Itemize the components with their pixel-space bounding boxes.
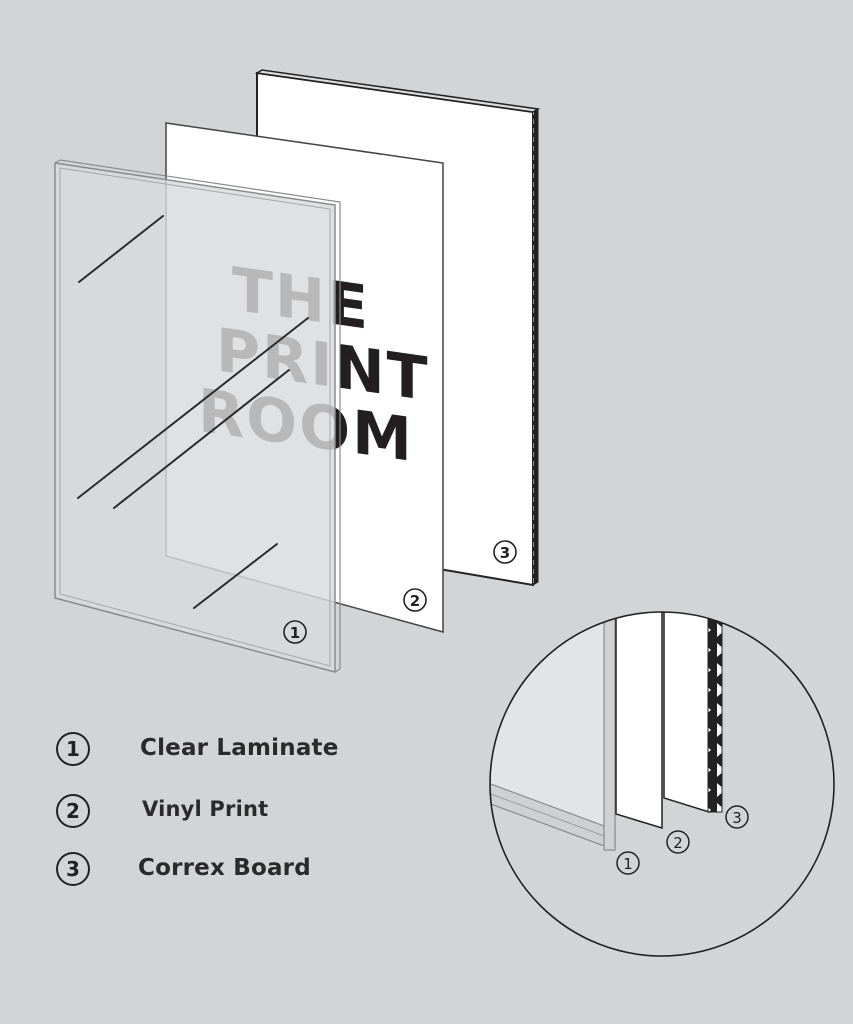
svg-text:3: 3 — [732, 809, 742, 827]
legend-label: Correx Board — [138, 855, 311, 881]
legend-item-vinyl-print: 2 Vinyl Print — [56, 794, 416, 834]
detail-badge-2: 2 — [666, 830, 690, 854]
legend-badge: 2 — [56, 794, 90, 828]
glare-lines — [77, 215, 309, 609]
svg-text:1: 1 — [290, 624, 300, 642]
legend-item-correx-board: 3 Correx Board — [56, 852, 416, 892]
badge-2: 2 — [403, 588, 427, 612]
clear-laminate-panel: 1 — [54, 159, 341, 673]
legend-item-clear-laminate: 1 Clear Laminate — [56, 732, 416, 772]
svg-text:3: 3 — [500, 544, 510, 562]
svg-text:2: 2 — [410, 592, 420, 610]
detail-magnifier: 1 2 3 — [489, 611, 835, 957]
svg-text:1: 1 — [623, 855, 633, 873]
legend-badge: 1 — [56, 732, 90, 766]
detail-badge-3: 3 — [725, 805, 749, 829]
legend-label: Vinyl Print — [142, 797, 269, 821]
svg-text:2: 2 — [673, 834, 683, 852]
badge-1: 1 — [283, 620, 307, 644]
legend-label: Clear Laminate — [140, 735, 339, 761]
detail-badge-1: 1 — [616, 851, 640, 875]
legend-badge: 3 — [56, 852, 90, 886]
badge-3: 3 — [493, 540, 517, 564]
